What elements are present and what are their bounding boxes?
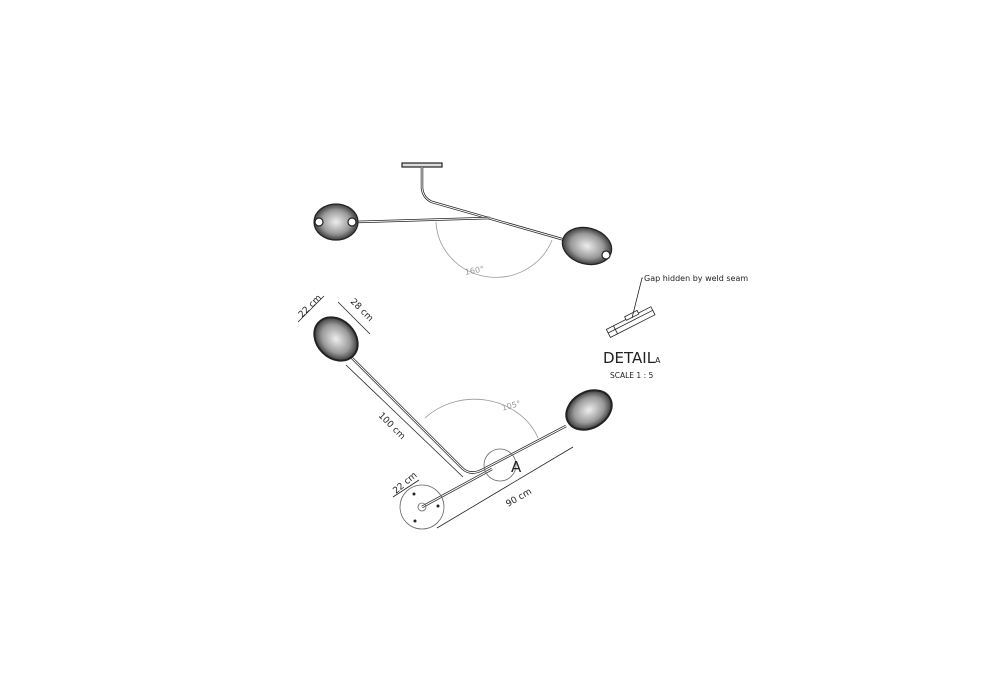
detail-a-circle bbox=[483, 448, 517, 482]
dim-line-22-shade bbox=[297, 295, 325, 323]
top-view: 160° bbox=[313, 162, 613, 278]
dim-label-90: 90 cm bbox=[505, 487, 534, 510]
ceiling-plate bbox=[401, 162, 443, 168]
angle-arc-160 bbox=[435, 221, 553, 278]
right-shade bbox=[565, 389, 613, 431]
angle-arc-105 bbox=[424, 398, 539, 439]
detail-title-ref: A bbox=[655, 356, 661, 365]
dim-line-100 bbox=[345, 364, 464, 478]
angle-label-105: 105° bbox=[501, 399, 522, 413]
ceiling-base bbox=[399, 484, 445, 530]
left-arm-rod-inner bbox=[354, 217, 491, 223]
long-arm-rod-inner bbox=[351, 357, 567, 474]
dim-line-90 bbox=[436, 446, 574, 529]
dim-line-22-base bbox=[392, 479, 420, 498]
detail-scale: SCALE 1 : 5 bbox=[610, 371, 653, 380]
left-shade bbox=[313, 203, 359, 241]
angle-label-160: 160° bbox=[464, 265, 485, 277]
detail-title: DETAIL bbox=[603, 349, 656, 367]
detail-note: Gap hidden by weld seam bbox=[644, 274, 748, 283]
dim-label-22-shade: 22 cm bbox=[297, 293, 324, 320]
upper-shade bbox=[313, 316, 359, 362]
detail-a-marker: A bbox=[511, 458, 522, 476]
dim-label-100: 100 cm bbox=[376, 411, 407, 442]
stem-rod bbox=[420, 167, 566, 242]
right-shade bbox=[561, 226, 613, 266]
dim-label-28: 28 cm bbox=[348, 297, 375, 324]
stem-rod-inner bbox=[421, 167, 566, 241]
dim-line-28 bbox=[337, 301, 371, 335]
leader-line bbox=[631, 277, 643, 319]
detail-tube bbox=[605, 306, 656, 338]
detail-a: Gap hidden by weld seam DETAIL A SCALE 1… bbox=[603, 274, 748, 380]
bottom-view: A 105° 100 cm 90 cm 22 cm 28 cm 22 cm bbox=[297, 293, 613, 530]
